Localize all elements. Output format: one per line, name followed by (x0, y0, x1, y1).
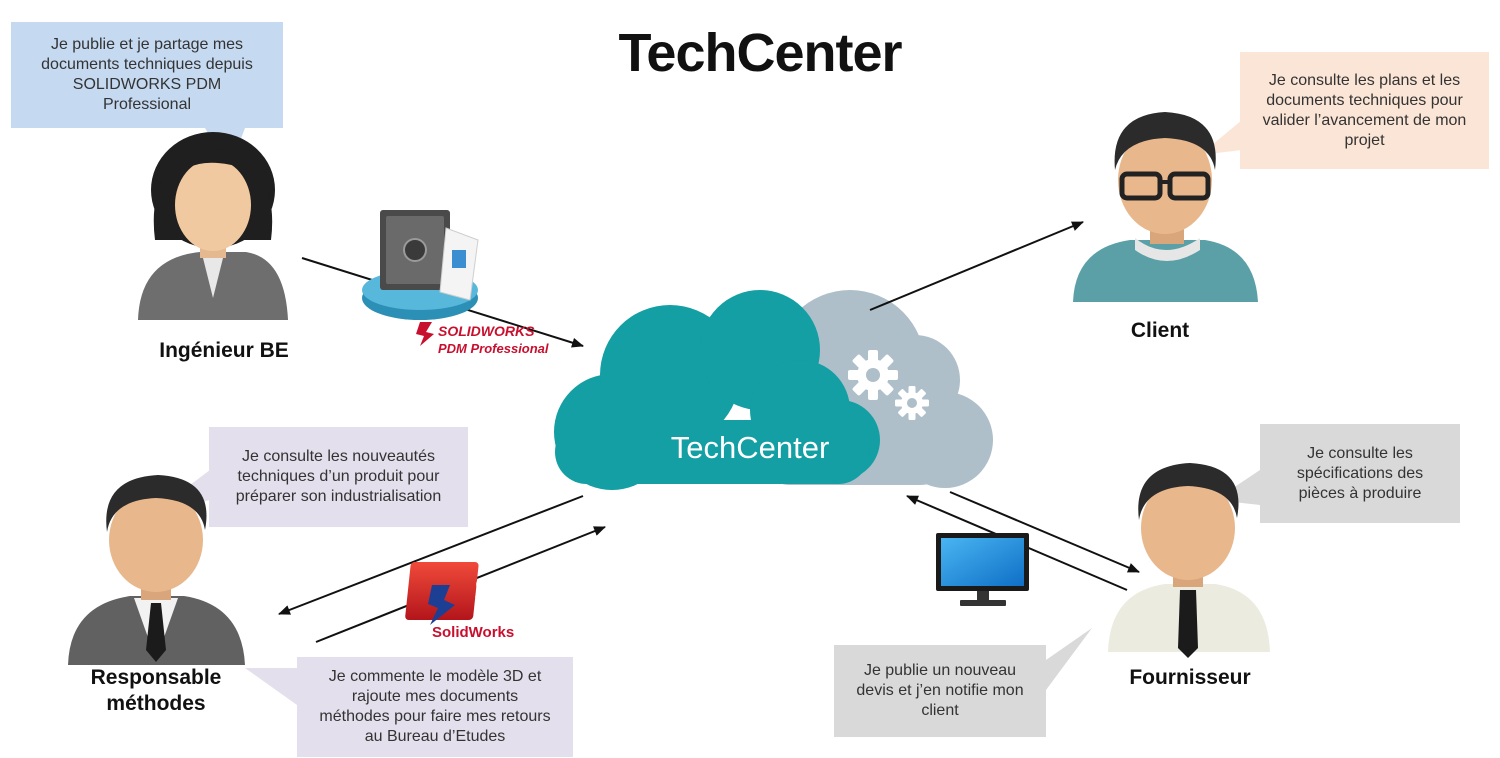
arrow-cloud-to-methods (278, 495, 584, 615)
sw-logo-name: SolidWorks (432, 624, 515, 641)
solidworks-logo-icon (405, 562, 479, 625)
page-title: TechCenter (618, 23, 902, 83)
sw-logo-letters: SW (474, 570, 532, 611)
woman-avatar-icon (138, 132, 288, 320)
solidworks-pdm-logo-icon (416, 322, 434, 346)
methods-label: Responsable méthodes (90, 666, 222, 715)
man-shirt-avatar-icon (1108, 463, 1270, 658)
pdm-logo-line2: PDM Professional (438, 341, 549, 356)
supplier-label: Fournisseur (1129, 666, 1251, 689)
supplier-bottom-bubble-text: Je publie un nouveau devis et j’en notif… (856, 662, 1024, 719)
methods-bottom-bubble-text: Je commente le modèle 3D et rajoute mes … (319, 668, 551, 745)
supplier-top-bubble-text: Je consulte les spécifications des pièce… (1296, 444, 1424, 502)
gears-icon (848, 350, 929, 420)
methods-bottom-bubble-tail (245, 668, 297, 705)
arrow-cloud-to-client (869, 221, 1084, 311)
monitor-icon (936, 533, 1029, 606)
methods-bottom-bubble: Je commente le modèle 3D et rajoute mes … (297, 657, 573, 757)
client-bubble-text: Je consulte les plans et les documents t… (1262, 71, 1467, 149)
client-bubble: Je consulte les plans et les documents t… (1240, 52, 1489, 169)
man-suit-avatar-icon (68, 475, 245, 665)
engineer-bubble: Je publie et je partage mes documents te… (11, 22, 283, 128)
supplier-top-bubble: Je consulte les spécifications des pièce… (1260, 424, 1460, 523)
supplier-bottom-bubble-tail (1046, 628, 1092, 690)
man-glasses-avatar-icon (1073, 112, 1258, 302)
methods-top-bubble-text: Je consulte les nouveautés techniques d’… (235, 448, 442, 505)
supplier-bottom-bubble: Je publie un nouveau devis et j’en notif… (834, 645, 1046, 737)
engineer-label: Ingénieur BE (159, 339, 289, 362)
client-label: Client (1130, 319, 1190, 342)
cloud-label: TechCenter (670, 430, 830, 465)
arrow-cloud-to-supplier (949, 491, 1140, 573)
pdm-logo-line1: SOLIDWORKS (438, 323, 535, 339)
cloud-icon (554, 290, 993, 490)
safe-vault-icon (362, 210, 479, 320)
engineer-bubble-text: Je publie et je partage mes documents te… (41, 36, 253, 113)
methods-top-bubble: Je consulte les nouveautés techniques d’… (209, 427, 468, 527)
